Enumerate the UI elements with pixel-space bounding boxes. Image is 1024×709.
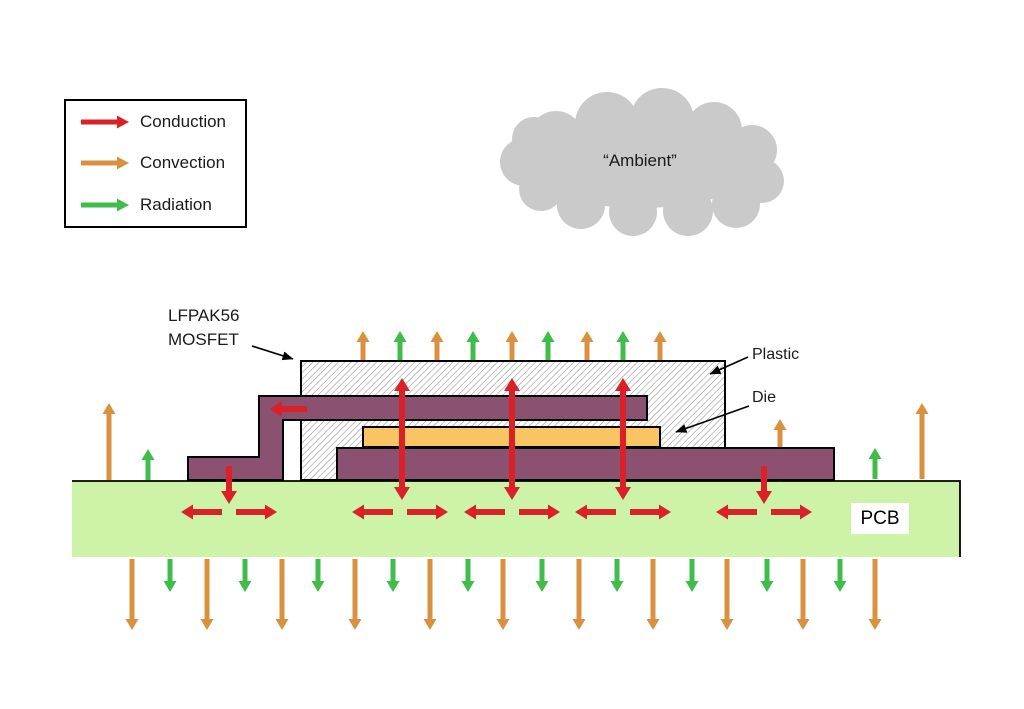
radiation-arrow bbox=[685, 559, 699, 592]
conduction-arrow bbox=[236, 504, 277, 520]
package-label-line2: MOSFET bbox=[168, 330, 239, 349]
convection-arrow bbox=[348, 559, 362, 630]
convection-arrow bbox=[496, 559, 510, 630]
convection-arrow bbox=[572, 559, 586, 630]
conduction-arrow bbox=[756, 466, 772, 504]
plastic-label: Plastic bbox=[752, 346, 800, 363]
convection-arrow bbox=[653, 331, 667, 360]
conduction-arrow-icon bbox=[81, 115, 129, 129]
package-label-line1: LFPAK56 bbox=[168, 306, 240, 325]
convection-arrow bbox=[423, 559, 437, 630]
pcb-label: PCB bbox=[851, 503, 909, 534]
conduction-arrow bbox=[81, 115, 129, 129]
conduction-arrow bbox=[181, 504, 222, 520]
convection-arrow bbox=[125, 559, 139, 630]
radiation-arrow bbox=[760, 559, 774, 592]
convection-arrow bbox=[102, 403, 116, 480]
convection-arrow bbox=[773, 419, 787, 447]
radiation-arrow bbox=[610, 559, 624, 592]
convection-arrow bbox=[868, 559, 882, 630]
die-leader-arrow bbox=[675, 405, 750, 433]
conduction-arrow bbox=[352, 504, 393, 520]
conduction-arrow bbox=[464, 504, 505, 520]
conduction-arrow bbox=[771, 504, 812, 520]
radiation-arrow bbox=[311, 559, 325, 592]
conduction-arrow bbox=[575, 504, 616, 520]
package-leader-arrow bbox=[251, 345, 294, 361]
convection-arrow bbox=[505, 331, 519, 360]
convection-arrow bbox=[200, 559, 214, 630]
ambient-cloud bbox=[500, 88, 784, 236]
conduction-arrow bbox=[221, 466, 237, 504]
radiation-arrow bbox=[541, 331, 555, 360]
conduction-arrow bbox=[519, 504, 560, 520]
radiation-arrow bbox=[616, 331, 630, 360]
legend-item-conduction: Conduction bbox=[66, 112, 245, 132]
legend-label-convection: Convection bbox=[140, 153, 226, 173]
leader-lines bbox=[251, 345, 750, 433]
convection-arrow bbox=[720, 559, 734, 630]
conduction-arrow bbox=[716, 504, 757, 520]
package-label: LFPAK56 MOSFET bbox=[168, 304, 240, 352]
radiation-arrow bbox=[81, 198, 129, 212]
radiation-arrow bbox=[466, 331, 480, 360]
ambient-label: “Ambient” bbox=[603, 151, 677, 170]
plastic-leader-arrow bbox=[709, 356, 749, 375]
legend-label-radiation: Radiation bbox=[140, 195, 212, 215]
die-label: Die bbox=[752, 389, 777, 406]
pcb-outline bbox=[72, 480, 961, 557]
convection-arrow bbox=[646, 559, 660, 630]
radiation-arrow bbox=[461, 559, 475, 592]
conduction-arrow bbox=[270, 401, 307, 417]
radiation-arrow bbox=[393, 331, 407, 360]
conduction-arrow bbox=[504, 378, 520, 500]
conduction-arrow bbox=[394, 378, 410, 500]
convection-arrow bbox=[796, 559, 810, 630]
source-clip-lead bbox=[187, 395, 648, 481]
convection-arrow bbox=[356, 331, 370, 360]
radiation-arrow-icon bbox=[81, 198, 129, 212]
radiation-arrow bbox=[833, 559, 847, 592]
radiation-arrow bbox=[238, 559, 252, 592]
heat-flow-arrows bbox=[102, 331, 929, 630]
legend: Conduction Convection Radiation bbox=[64, 99, 247, 228]
radiation-arrow bbox=[535, 559, 549, 592]
legend-label-conduction: Conduction bbox=[140, 111, 227, 131]
radiation-arrow bbox=[868, 448, 882, 479]
radiation-arrow bbox=[141, 449, 155, 480]
conduction-arrow bbox=[407, 504, 448, 520]
radiation-arrow bbox=[386, 559, 400, 592]
convection-arrow bbox=[81, 156, 129, 170]
convection-arrow bbox=[275, 559, 289, 630]
conduction-arrow bbox=[615, 378, 631, 500]
pcb-board bbox=[72, 481, 960, 557]
convection-arrow-icon bbox=[81, 156, 129, 170]
legend-item-radiation: Radiation bbox=[66, 195, 245, 215]
convection-arrow bbox=[580, 331, 594, 360]
legend-item-convection: Convection bbox=[66, 153, 245, 173]
convection-arrow bbox=[430, 331, 444, 360]
convection-arrow bbox=[915, 403, 929, 479]
conduction-arrow bbox=[630, 504, 671, 520]
lead-frame bbox=[336, 447, 835, 481]
radiation-arrow bbox=[163, 559, 177, 592]
